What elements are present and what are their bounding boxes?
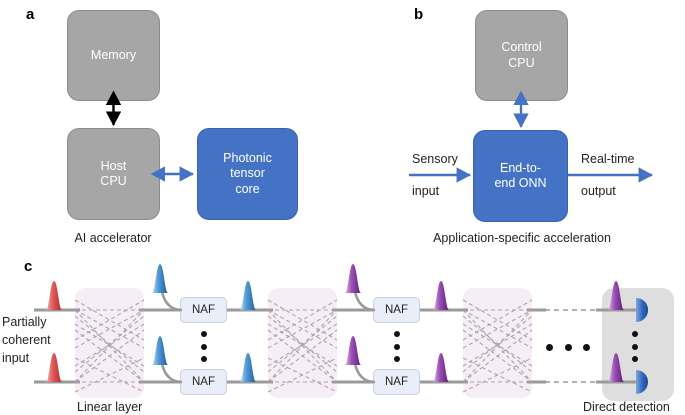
host-cpu-box-label: Host CPU: [100, 158, 127, 188]
linear-layer-2: [268, 288, 337, 398]
linear-layer-label: Linear layer: [77, 400, 143, 414]
vertical-ellipsis-3: [631, 331, 638, 362]
input-pulse-top: [46, 281, 62, 310]
end-to-end-onn-box: End-to- end ONN: [473, 130, 568, 222]
injection-pulse-bottom-1: [152, 336, 168, 365]
control-cpu-box: Control CPU: [475, 10, 568, 101]
naf-box-1-label: NAF: [192, 304, 215, 316]
panel-b-caption: Application-specific acceleration: [433, 231, 611, 245]
vertical-ellipsis-1: [200, 331, 207, 362]
direct-detection-label: Direct detection: [583, 400, 670, 414]
linear-layer-1: [75, 288, 144, 398]
sensory-input-line1: Sensory: [412, 152, 458, 166]
direct-detection-region: [602, 288, 674, 401]
realtime-output-line2: output: [581, 184, 616, 198]
panel-a-caption: AI accelerator: [74, 231, 152, 245]
rail-pulse-bottom-2: [433, 353, 449, 382]
naf-box-1: NAF: [180, 297, 227, 323]
panel-b-letter: b: [414, 6, 424, 23]
injection-pulse-bottom-2: [345, 336, 361, 365]
vertical-ellipsis-2: [393, 331, 400, 362]
naf-box-3-label: NAF: [385, 304, 408, 316]
rail-pulse-top-2: [433, 281, 449, 310]
realtime-output-line1: Real-time: [581, 152, 635, 166]
panel-c-letter: c: [24, 258, 33, 275]
rail-pulse-top-1: [240, 281, 256, 310]
memory-box: Memory: [67, 10, 160, 101]
control-cpu-box-label: Control CPU: [501, 40, 542, 70]
naf-box-2: NAF: [180, 369, 227, 395]
injection-pulse-top-2: [345, 264, 361, 293]
photonic-tensor-core-box: Photonic tensor core: [197, 128, 298, 220]
rail-pulse-bottom-1: [240, 353, 256, 382]
end-to-end-onn-box-label: End-to- end ONN: [494, 160, 547, 190]
host-cpu-box: Host CPU: [67, 128, 160, 220]
partially-coherent-input-label: Partially coherent input: [2, 315, 51, 366]
naf-box-3: NAF: [373, 297, 420, 323]
linear-layer-3: [463, 288, 532, 398]
photonic-tensor-core-box-label: Photonic tensor core: [223, 151, 272, 196]
panel-a-letter: a: [26, 6, 35, 23]
naf-box-2-label: NAF: [192, 376, 215, 388]
memory-box-label: Memory: [90, 47, 137, 62]
injection-pulse-top-1: [152, 264, 168, 293]
naf-box-4: NAF: [373, 369, 420, 395]
sensory-input-line2: input: [412, 184, 440, 198]
horizontal-ellipsis: [546, 344, 590, 351]
naf-box-4-label: NAF: [385, 376, 408, 388]
